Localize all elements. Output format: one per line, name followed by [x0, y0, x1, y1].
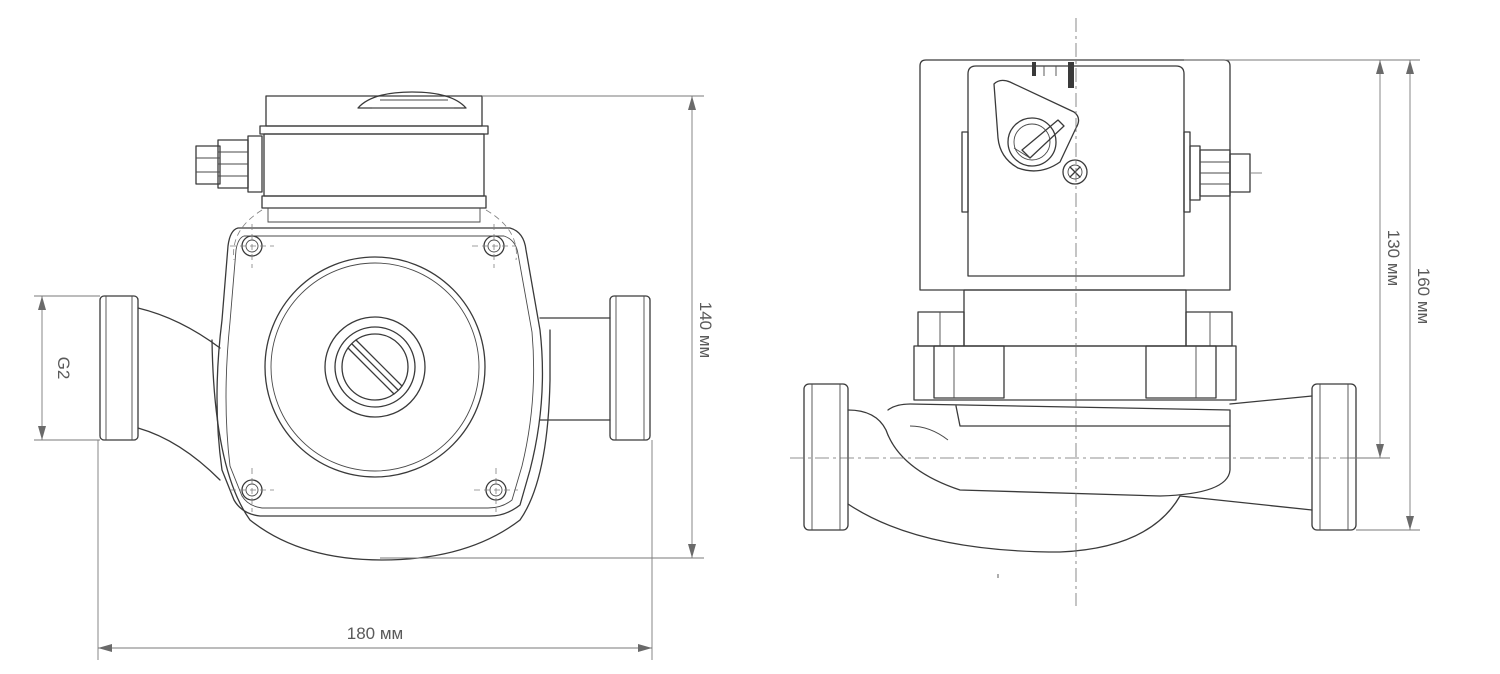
side-cable-gland	[1189, 145, 1262, 201]
width-dimension	[97, 440, 653, 660]
side-left-connector	[803, 383, 849, 531]
left-connector	[99, 295, 221, 481]
screw	[1062, 159, 1088, 185]
right-connector	[539, 295, 651, 441]
front-view: 180 мм 140 мм G2	[34, 91, 715, 660]
side-right-connector	[1311, 383, 1357, 531]
motor-height-dimension	[1184, 59, 1420, 459]
housing-bolts	[230, 209, 518, 512]
cable-gland	[195, 135, 263, 193]
thread-label: G2	[54, 357, 73, 380]
motor-height-label: 130 мм	[1384, 230, 1403, 286]
motor-head	[919, 59, 1231, 291]
thread-dimension	[34, 295, 100, 441]
total-height-label: 160 мм	[1414, 268, 1433, 324]
terminal-box	[259, 91, 489, 223]
side-view: 130 мм 160 мм	[790, 18, 1433, 606]
front-height-label: 140 мм	[696, 302, 715, 358]
total-height-dimension	[1356, 60, 1420, 531]
side-pump-body	[847, 395, 1313, 553]
motor-base	[913, 289, 1237, 401]
width-dimension-label: 180 мм	[347, 624, 403, 643]
front-height-dimension	[380, 95, 704, 559]
speed-knob	[993, 79, 1080, 172]
pump-housing	[211, 227, 551, 561]
